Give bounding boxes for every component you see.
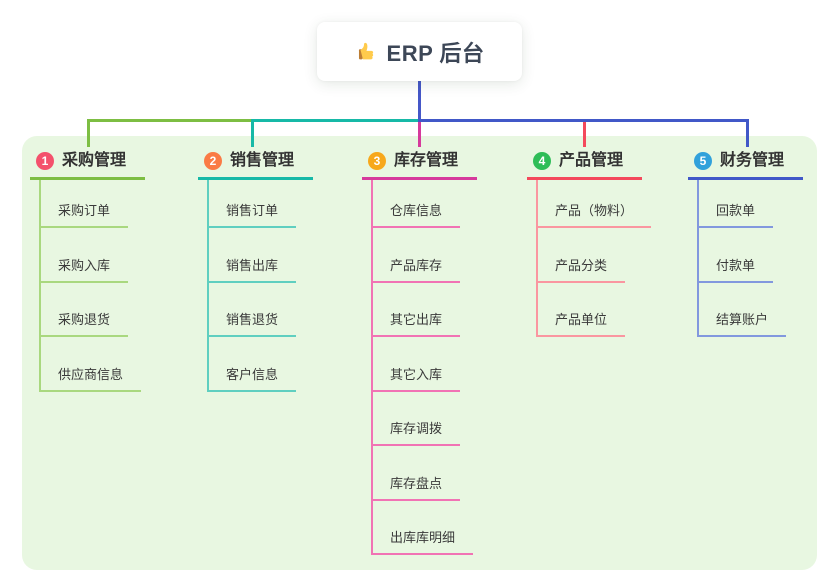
child-node: 销售订单: [209, 180, 297, 228]
child-node: 仓库信息: [373, 180, 461, 228]
connector-drop-finance: [746, 119, 749, 147]
branch-finance-children: 回款单 付款单 结算账户: [697, 180, 803, 337]
branch-inventory-children: 仓库信息 产品库存 其它出库 其它入库 库存调拨 库存盘点 出库库明细: [371, 180, 477, 555]
child-label: 采购订单: [58, 203, 111, 218]
connector-drop-inventory: [418, 122, 421, 147]
branch-title: 库存管理: [394, 152, 459, 169]
branch-title: 产品管理: [559, 152, 624, 169]
child-node: 产品单位: [538, 283, 626, 337]
branch-sales: 2 销售管理 销售订单 销售出库 销售退货 客户信息: [198, 151, 313, 392]
child-label: 产品库存: [390, 257, 443, 273]
child-label: 销售订单: [226, 203, 279, 218]
root-connector-line: [418, 81, 421, 119]
child-node: 产品（物料）: [538, 180, 652, 228]
child-label: 结算账户: [716, 312, 769, 327]
child-label: 付款单: [716, 257, 756, 273]
child-label: 供应商信息: [58, 366, 124, 382]
branch-number-badge: 2: [204, 152, 222, 170]
child-label: 库存调拨: [390, 421, 443, 436]
branch-number-badge: 1: [36, 152, 54, 170]
child-label: 产品单位: [555, 312, 608, 327]
branch-product-header: 4 产品管理: [527, 151, 642, 180]
root-node-title: ERP 后台: [386, 40, 485, 66]
branch-purchase-header: 1 采购管理: [30, 151, 145, 180]
child-node: 付款单: [699, 228, 774, 283]
branch-inventory: 3 库存管理 仓库信息 产品库存 其它出库 其它入库 库存调拨 库存盘点 出库库…: [362, 151, 477, 555]
child-label: 客户信息: [226, 366, 279, 382]
connector-bus-purchase: [87, 119, 254, 122]
branch-purchase: 1 采购管理 采购订单 采购入库 采购退货 供应商信息: [30, 151, 145, 392]
child-node: 采购入库: [41, 228, 129, 283]
child-node: 库存盘点: [373, 446, 461, 501]
root-node-erp: ERP 后台: [317, 22, 522, 81]
child-label: 采购退货: [58, 312, 111, 327]
branch-finance-header: 5 财务管理: [688, 151, 803, 180]
child-node: 采购退货: [41, 283, 129, 337]
child-label: 产品分类: [555, 257, 608, 273]
connector-drop-sales: [251, 119, 254, 147]
branch-product-children: 产品（物料） 产品分类 产品单位: [536, 180, 652, 337]
child-node: 产品库存: [373, 228, 461, 283]
connector-bus-sales: [251, 119, 421, 122]
child-label: 库存盘点: [390, 475, 443, 491]
child-node: 出库库明细: [373, 501, 474, 555]
child-label: 仓库信息: [390, 203, 443, 218]
child-label: 其它出库: [390, 312, 443, 327]
child-node: 库存调拨: [373, 392, 461, 446]
branch-finance: 5 财务管理 回款单 付款单 结算账户: [688, 151, 803, 337]
child-label: 产品（物料）: [555, 203, 634, 218]
connector-drop-product: [583, 122, 586, 147]
child-label: 回款单: [716, 203, 756, 218]
child-node: 其它入库: [373, 337, 461, 392]
child-node: 回款单: [699, 180, 774, 228]
child-node: 客户信息: [209, 337, 297, 392]
child-label: 出库库明细: [390, 530, 456, 545]
connector-drop-purchase: [87, 119, 90, 147]
branch-title: 销售管理: [230, 152, 295, 169]
child-label: 采购入库: [58, 257, 111, 273]
branch-sales-children: 销售订单 销售出库 销售退货 客户信息: [207, 180, 313, 392]
branch-product: 4 产品管理 产品（物料） 产品分类 产品单位: [527, 151, 652, 337]
branches-panel: [22, 136, 817, 570]
child-node: 供应商信息: [41, 337, 142, 392]
branch-purchase-children: 采购订单 采购入库 采购退货 供应商信息: [39, 180, 145, 392]
branch-number-badge: 4: [533, 152, 551, 170]
branch-title: 财务管理: [720, 152, 785, 169]
child-label: 销售退货: [226, 312, 279, 327]
child-label: 销售出库: [226, 257, 279, 273]
branch-sales-header: 2 销售管理: [198, 151, 313, 180]
branch-number-badge: 3: [368, 152, 386, 170]
thumbs-up-icon: [355, 41, 377, 63]
child-node: 销售退货: [209, 283, 297, 337]
branch-inventory-header: 3 库存管理: [362, 151, 477, 180]
child-node: 产品分类: [538, 228, 626, 283]
branch-title: 采购管理: [62, 152, 127, 169]
child-node: 采购订单: [41, 180, 129, 228]
branch-number-badge: 5: [694, 152, 712, 170]
child-node: 销售出库: [209, 228, 297, 283]
connector-bus-finance: [418, 119, 749, 122]
child-node: 结算账户: [699, 283, 787, 337]
child-node: 其它出库: [373, 283, 461, 337]
child-label: 其它入库: [390, 366, 443, 382]
